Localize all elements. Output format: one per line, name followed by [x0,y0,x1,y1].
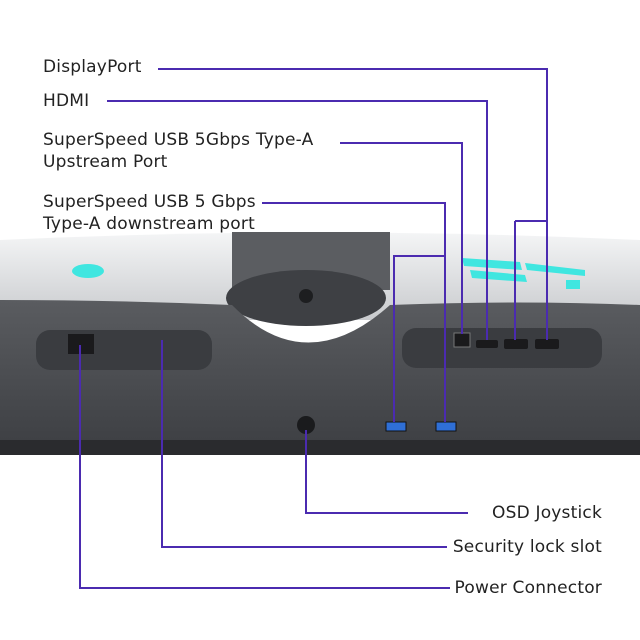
label-power-connector: Power Connector [454,578,602,598]
line-usb-upstream [340,142,463,334]
usb-a-port-2 [435,421,457,432]
label-usb-downstream-1: SuperSpeed USB 5 Gbps [43,192,256,212]
label-usb-downstream-2: Type-A downstream port [43,214,255,234]
stand-screw [299,289,313,303]
label-osd-joystick: OSD Joystick [492,503,602,523]
line-osd-joystick [305,430,468,514]
usb-b-port [453,332,471,348]
displayport-port-2 [535,339,559,349]
line-hdmi [107,100,488,340]
leader-lines [79,68,548,589]
right-port-bay [402,328,602,368]
power-connector-port [68,334,94,354]
led-strip [462,258,585,282]
displayport-port-1 [504,339,528,349]
left-port-bay [36,330,212,370]
osd-joystick [297,416,315,434]
label-usb-upstream-2: Upstream Port [43,152,168,172]
label-security-lock: Security lock slot [452,537,602,557]
line-usb-downstream-2 [393,255,445,422]
line-power [79,345,450,589]
led-square [566,280,580,289]
bottom-edge [0,440,640,455]
usb-a-port-1 [385,421,407,432]
hdmi-port [476,340,498,348]
line-displayport [158,68,548,340]
label-hdmi: HDMI [43,91,90,111]
line-usb-downstream [262,202,446,422]
line-security-lock [161,340,447,548]
alien-logo-led [72,264,104,278]
label-usb-upstream-1: SuperSpeed USB 5Gbps Type-A [43,130,314,150]
label-displayport: DisplayPort [43,57,142,77]
